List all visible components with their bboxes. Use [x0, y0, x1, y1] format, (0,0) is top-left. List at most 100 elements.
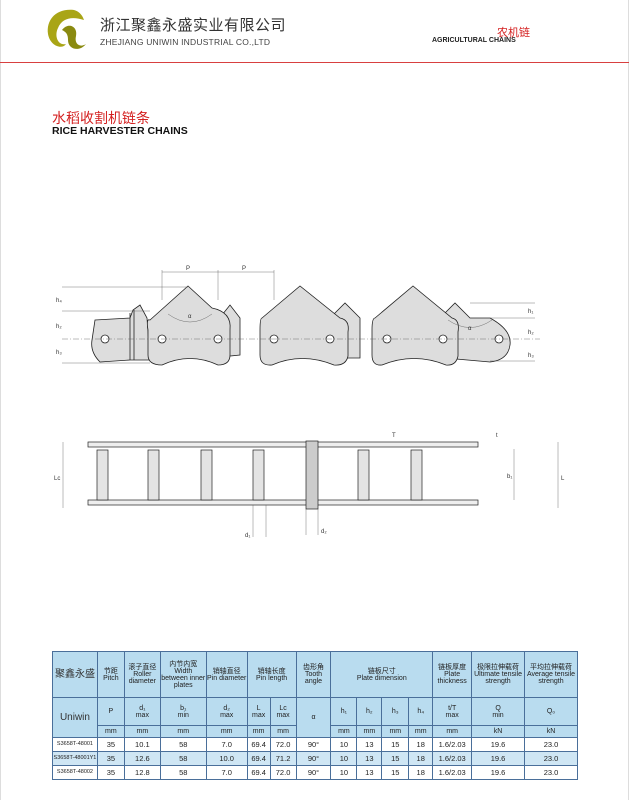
value-cell: 10.1: [123, 737, 161, 752]
unit: mm: [269, 725, 297, 738]
limit: max: [252, 711, 266, 719]
value-cell: 13: [356, 765, 383, 780]
h2-label-right: h₂: [528, 330, 534, 336]
header-cn: 链板尺寸: [367, 667, 396, 675]
brand-en: Uniwin: [52, 697, 98, 738]
value-cell: 15: [381, 751, 410, 766]
header-en: Width between inner plates: [161, 667, 206, 689]
value-cell: 23.0: [524, 765, 578, 780]
model-cell: S3658T-48001: [52, 737, 98, 752]
value-cell: 15: [381, 737, 410, 752]
symbol: Q₀: [524, 697, 578, 726]
l-label: L: [561, 476, 565, 482]
d2-label: d₂: [321, 529, 327, 535]
header-en: Roller diameter: [128, 671, 156, 685]
value-cell: 12.6: [123, 751, 161, 766]
value-cell: 19.6: [471, 737, 525, 752]
limit: max: [445, 711, 459, 719]
header-en: Tooth angle: [304, 671, 323, 685]
h3-label: h₃: [56, 350, 62, 356]
symbol: b₁: [180, 704, 187, 712]
symbol: h₂: [356, 697, 383, 726]
header-cn: 极限拉伸载荷: [477, 664, 520, 671]
limit: max: [220, 711, 234, 719]
h2-label: h₂: [56, 324, 62, 330]
value-cell: 18: [408, 765, 434, 780]
unit: mm: [123, 725, 161, 738]
value-cell: 10: [330, 737, 358, 752]
value-cell: 72.0: [269, 737, 297, 752]
symbol: h₃: [381, 697, 410, 726]
symbol: d₂: [223, 704, 230, 712]
value-cell: 69.4: [246, 737, 271, 752]
value-cell: 13: [356, 751, 383, 766]
unit: kN: [471, 725, 525, 738]
page-title-cn: 水稻收割机链条: [52, 110, 150, 126]
unit: mm: [159, 725, 207, 738]
symbol: α: [295, 697, 332, 738]
header-divider: [0, 62, 629, 63]
symbol: Q: [495, 704, 501, 712]
header-en: Plate thickness: [437, 671, 467, 685]
value-cell: 35: [96, 751, 125, 766]
value-cell: 71.2: [269, 751, 297, 766]
value-cell: 10: [330, 751, 358, 766]
limit: max: [276, 711, 290, 719]
unit: mm: [246, 725, 271, 738]
h3-label-right: h₃: [528, 353, 534, 359]
header-cn: 销轴长度: [257, 667, 286, 675]
value-cell: 23.0: [524, 751, 578, 766]
company-name-en: ZHEJIANG UNIWIN INDUSTRIAL CO.,LTD: [100, 37, 271, 47]
value-cell: 58: [159, 737, 207, 752]
value-cell: 13: [356, 737, 383, 752]
unit: kN: [524, 725, 578, 738]
header-cn: 齿形角: [303, 664, 324, 671]
t-lower-label: t: [496, 433, 498, 439]
model-cell: S3658T-48001Y1: [52, 751, 98, 766]
unit: mm: [356, 725, 383, 738]
value-cell: 58: [159, 751, 207, 766]
value-cell: 72.0: [269, 765, 297, 780]
symbol: L: [256, 704, 261, 712]
header-cn: 节距: [103, 667, 118, 675]
pitch-label-1: P: [186, 266, 190, 272]
header-en: Average tensile strength: [526, 671, 576, 685]
header-cn: 平均拉伸载荷: [530, 664, 572, 671]
limit: min: [177, 711, 189, 719]
header-en: Pin diameter: [207, 674, 247, 682]
value-cell: 18: [408, 751, 434, 766]
value-cell: 90°: [295, 765, 332, 780]
symbol: h₁: [330, 697, 358, 726]
t-upper-label: T: [392, 433, 396, 439]
category-en: AGRICULTURAL CHAINS: [432, 37, 516, 44]
value-cell: 69.4: [246, 765, 271, 780]
alpha-label-1: α: [188, 314, 192, 320]
symbol: Lc: [279, 704, 287, 712]
header-en: Pitch: [103, 674, 119, 682]
unit: mm: [96, 725, 125, 738]
value-cell: 19.6: [471, 751, 525, 766]
side-view-drawing: [91, 285, 511, 366]
symbol: d₁: [139, 704, 146, 712]
top-view-drawing: [87, 440, 479, 510]
value-cell: 23.0: [524, 737, 578, 752]
value-cell: 58: [159, 765, 207, 780]
value-cell: 7.0: [205, 737, 248, 752]
company-name-cn: 浙江聚鑫永盛实业有限公司: [100, 17, 287, 34]
value-cell: 35: [96, 737, 125, 752]
value-cell: 7.0: [205, 765, 248, 780]
d1-label: d₁: [245, 533, 250, 539]
value-cell: 90°: [295, 751, 332, 766]
value-cell: 12.8: [123, 765, 161, 780]
pitch-label-2: P: [242, 266, 246, 272]
lc-label: Lc: [54, 476, 60, 482]
page-title-en: RICE HARVESTER CHAINS: [52, 125, 188, 137]
category-cn: 农机链: [497, 27, 530, 39]
symbol: P: [96, 697, 125, 726]
value-cell: 10: [330, 765, 358, 780]
company-logo: [47, 9, 86, 49]
